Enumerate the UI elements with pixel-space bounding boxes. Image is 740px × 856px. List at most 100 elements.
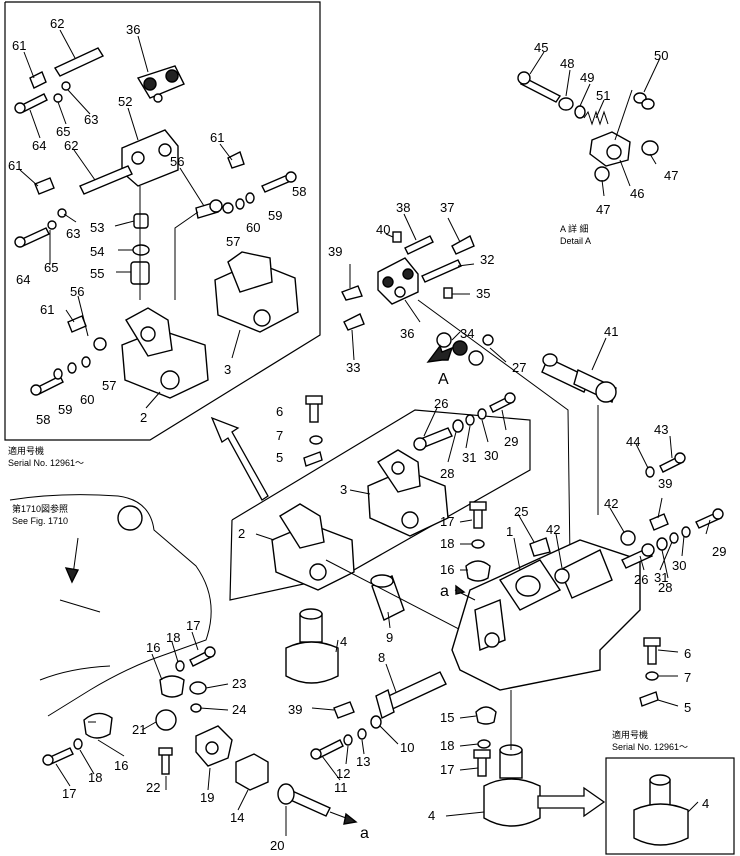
callout: 27 — [512, 360, 526, 375]
callout: 6 — [276, 404, 283, 419]
callout: 14 — [230, 810, 244, 825]
part-4-roller-c — [633, 774, 689, 846]
callout: 57 — [226, 234, 240, 249]
callout: 60 — [246, 220, 260, 235]
part-36-link-top — [136, 65, 185, 103]
callout: 36 — [400, 326, 414, 341]
part-58-bolt-a — [261, 171, 297, 193]
part-33-fitting — [343, 313, 365, 331]
callout: 2 — [140, 410, 147, 425]
part-3-block-main — [367, 449, 449, 537]
callout: 17 — [62, 786, 76, 801]
part-4-roller-b — [483, 744, 541, 827]
callout: 32 — [480, 252, 494, 267]
part-30-washer-a — [477, 408, 487, 420]
part-18-washer-a — [175, 660, 185, 672]
callout: 61 — [40, 302, 54, 317]
callout: 64 — [16, 272, 30, 287]
callout: 30 — [672, 558, 686, 573]
callout: 42 — [546, 522, 560, 537]
part-32-pin — [421, 259, 462, 283]
view-a-arrow — [426, 344, 454, 363]
hollow-arrow-to-bottom-inset — [537, 786, 606, 818]
callouts: 62 36 61 63 65 64 52 61 62 56 61 58 59 6… — [8, 16, 726, 853]
callout: 57 — [102, 378, 116, 393]
callout: 48 — [560, 56, 574, 71]
part-44-washer — [645, 466, 655, 478]
callout: 19 — [200, 790, 214, 805]
callout: 18 — [440, 738, 454, 753]
part-45-bolt — [517, 71, 562, 103]
part-22-bolt — [158, 747, 173, 775]
part-35-fitting — [443, 287, 453, 299]
ref-a-frame: a — [440, 583, 449, 600]
part-14-block — [235, 753, 269, 791]
callout: 39 — [658, 476, 672, 491]
part-19-clamp — [195, 725, 233, 767]
part-6-bolt-b — [643, 637, 661, 665]
part-1-main-frame — [451, 539, 641, 691]
callout: 16 — [440, 562, 454, 577]
part-40-fitting — [392, 231, 402, 243]
callout: 49 — [580, 70, 594, 85]
callout: 11 — [334, 780, 348, 795]
callout: 17 — [440, 762, 454, 777]
callout: 37 — [440, 200, 454, 215]
callout: 23 — [232, 676, 246, 691]
part-13-washer — [357, 728, 367, 740]
part-18-washer-d — [477, 739, 491, 749]
hollow-arrow-to-inset — [210, 416, 269, 501]
ref-a-pin: a — [360, 825, 369, 842]
callout: 34 — [460, 326, 474, 341]
part-25-block — [529, 537, 551, 557]
callout: 61 — [210, 130, 224, 145]
part-39-fitting-b — [649, 513, 669, 531]
part-38-pin — [404, 235, 434, 255]
part-63-ring-a — [61, 81, 71, 91]
part-2-block-main — [271, 503, 355, 591]
callout: 29 — [504, 434, 518, 449]
callout: 9 — [386, 630, 393, 645]
part-17-bolt-d — [473, 749, 491, 777]
callout: 13 — [356, 754, 370, 769]
part-39-fitting-a — [341, 285, 363, 301]
part-10-washer — [370, 715, 382, 729]
callout: 63 — [84, 112, 98, 127]
part-5-plate-b — [639, 691, 659, 707]
part-60-washer-b — [67, 362, 77, 374]
part-47-bushing-a — [641, 140, 659, 156]
callout: 4 — [428, 808, 435, 823]
part-17-bolt-c — [469, 501, 487, 529]
callout: 25 — [514, 504, 528, 519]
detail-a-label-jp: A 詳 細 — [560, 223, 589, 234]
part-62-pin-top — [53, 47, 105, 77]
callout: 41 — [604, 324, 618, 339]
part-15-cap — [475, 706, 497, 725]
part-7-washer-a — [309, 435, 323, 445]
callout: 26 — [634, 572, 648, 587]
main-assembly-frame — [229, 409, 531, 601]
part-37-fitting — [451, 235, 475, 255]
callout: 53 — [90, 220, 104, 235]
part-23-nut — [189, 681, 207, 695]
part-39-fitting-c — [333, 701, 355, 719]
serial-note-top-jp: 適用号機 — [8, 445, 44, 456]
part-31-washer-b — [669, 532, 679, 544]
callout: 59 — [268, 208, 282, 223]
part-48-nut — [558, 97, 574, 111]
part-59-washer-b — [53, 368, 63, 380]
part-42-nut-a — [554, 568, 570, 584]
detail-a-label-en: Detail A — [560, 236, 591, 246]
serial-note-bottom-jp: 適用号機 — [612, 729, 648, 740]
callout: 24 — [232, 702, 246, 717]
callout: 15 — [440, 710, 454, 725]
part-58-bolt-b — [30, 375, 64, 396]
callout: 47 — [596, 202, 610, 217]
callout: 63 — [66, 226, 80, 241]
callout: 62 — [50, 16, 64, 31]
part-57-washer-b — [81, 356, 91, 368]
part-8-pin — [375, 671, 447, 720]
callout: 3 — [224, 362, 231, 377]
callout: 10 — [400, 740, 414, 755]
callout: 36 — [126, 22, 140, 37]
